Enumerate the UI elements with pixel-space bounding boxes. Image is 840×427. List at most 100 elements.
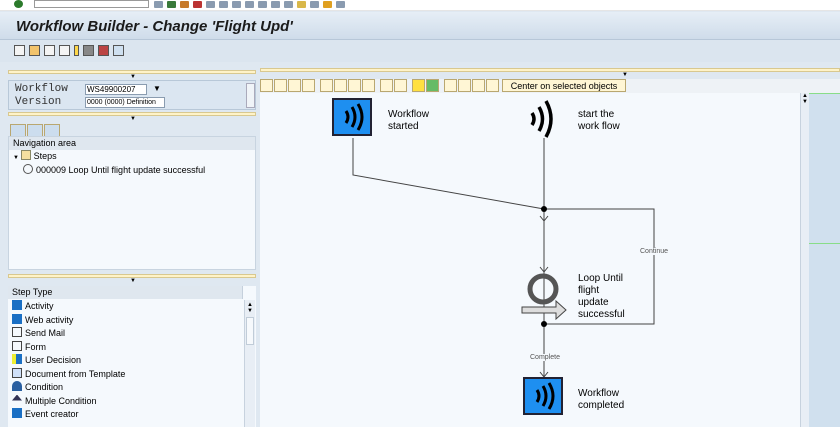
title-bar: Workflow Builder - Change 'Flight Upd' [0,12,840,40]
layout-icon[interactable] [336,1,345,8]
workflow-canvas[interactable]: Workflow started start the work flow Loo… [260,93,800,427]
edge-label-continue: Continue [640,248,669,255]
help-icon[interactable] [323,1,332,8]
document-icon [12,367,22,378]
cut-icon[interactable] [320,79,333,92]
enter-icon[interactable] [14,0,23,8]
step-type-condition[interactable]: Condition [8,381,256,395]
step-type-event-creator[interactable]: Event creator [8,408,256,422]
new-session-icon[interactable] [297,1,306,8]
step-type-document-template[interactable]: Document from Template [8,367,256,382]
zoom-out-icon[interactable] [472,79,485,92]
prev-page-icon[interactable] [258,1,267,8]
scroll-down-icon[interactable]: ▼ [247,308,253,314]
condition-icon [12,381,22,391]
exit-icon[interactable] [180,1,189,8]
find-icon[interactable] [219,1,228,8]
test-icon[interactable] [83,45,94,56]
step-type-send-mail[interactable]: Send Mail [8,327,256,341]
multiple-condition-icon [12,394,22,401]
page-title: Workflow Builder - Change 'Flight Upd' [16,18,293,35]
form-icon [12,340,22,351]
scroll-thumb[interactable] [246,317,254,345]
step-type-form[interactable]: Form [8,340,256,355]
scroll-up-icon[interactable]: ▲ [802,93,808,99]
binding-icon[interactable] [59,45,70,56]
highlight-icon[interactable] [412,79,425,92]
user-icon[interactable] [486,79,499,92]
step-type-panel: Step Type Activity Web activity Send Mai… [8,286,256,427]
command-field[interactable] [34,0,149,8]
edit-icon[interactable] [44,45,55,56]
stamp-icon[interactable] [98,45,109,56]
step-type-user-decision[interactable]: User Decision [8,354,256,368]
graph-toolbar: Center on selected objects [260,79,840,93]
node-workflow-completed[interactable]: Workflow completed [578,388,625,411]
copy-icon[interactable] [334,79,347,92]
cancel-icon[interactable] [193,1,202,8]
edge-label-complete: Complete [530,354,560,361]
splitter[interactable] [260,68,840,72]
navigation-toolbar [10,124,61,137]
first-page-icon[interactable] [245,1,254,8]
workflow-header-panel: Workflow WS49900207 ▼ Version 0000 (0000… [8,80,256,110]
new-step-icon[interactable] [260,79,273,92]
collapse-arrow-icon[interactable]: ▼ [622,72,628,78]
header-scrollbar[interactable] [246,83,255,108]
step-type-activity[interactable]: Activity [8,300,256,314]
step-type-scrollbar[interactable]: ▲ ▼ [244,300,255,427]
last-page-icon[interactable] [284,1,293,8]
canvas-scrollbar[interactable]: ▲ ▼ [800,93,809,427]
save-icon[interactable] [154,1,163,8]
workflow-graph [332,98,655,415]
loop-icon [23,163,33,174]
expand-icon[interactable]: ▼ [13,155,21,161]
shortcut-icon[interactable] [310,1,319,8]
scroll-up-icon[interactable]: ▲ [247,302,253,308]
print-icon[interactable] [206,1,215,8]
edge-continue [544,208,655,325]
tree-node-loop[interactable]: 000009 Loop Until flight update successf… [9,163,255,178]
insert-icon[interactable] [362,79,375,92]
collapse-arrow-icon[interactable]: ▼ [130,74,136,80]
tree-node-steps[interactable]: ▼ Steps [9,150,255,164]
splitter[interactable] [8,274,256,278]
link-icon[interactable] [288,79,301,92]
new-icon[interactable] [14,45,25,56]
back-icon[interactable] [167,1,176,8]
splitter[interactable] [8,112,256,116]
navigation-area: Navigation area ▼ Steps 000009 Loop Unti… [8,136,256,270]
center-button[interactable]: Center on selected objects [502,79,626,92]
step-type-web-activity[interactable]: Web activity [8,313,256,328]
scroll-down-icon[interactable]: ▼ [802,99,808,105]
folder-icon [20,150,31,160]
copy-icon[interactable] [29,45,40,56]
collapse-arrow-icon[interactable]: ▼ [130,116,136,122]
paste-icon[interactable] [348,79,361,92]
workflow-id-field[interactable]: WS49900207 [85,84,147,95]
junction-dot [541,206,547,212]
collapse-arrow-icon[interactable]: ▼ [130,278,136,284]
zoom-in-icon[interactable] [458,79,471,92]
node-loop-until[interactable]: Loop Until flight update successful [578,273,625,320]
splitter[interactable] [8,70,256,74]
overview-icon[interactable] [426,79,439,92]
next-page-icon[interactable] [271,1,280,8]
edit-step-icon[interactable] [274,79,287,92]
undo-icon[interactable] [380,79,393,92]
tree-node-label: Steps [33,151,57,161]
layout-icon[interactable] [113,45,124,56]
find-next-icon[interactable] [232,1,241,8]
tree-node-label: 000009 Loop Until flight update successf… [36,164,206,175]
dropdown-arrow-icon[interactable]: ▼ [153,84,161,93]
node-workflow-started[interactable]: Workflow started [388,109,429,132]
step-type-multiple-condition[interactable]: Multiple Condition [8,394,256,409]
align-icon[interactable] [444,79,457,92]
delete-icon[interactable] [302,79,315,92]
node-start-workflow[interactable]: start the work flow [578,109,620,132]
redo-icon[interactable] [394,79,407,92]
web-activity-icon [12,313,22,324]
activate-icon[interactable] [74,45,79,56]
version-select[interactable]: 0000 (0000) Definition [85,97,165,108]
application-toolbar [0,40,840,62]
